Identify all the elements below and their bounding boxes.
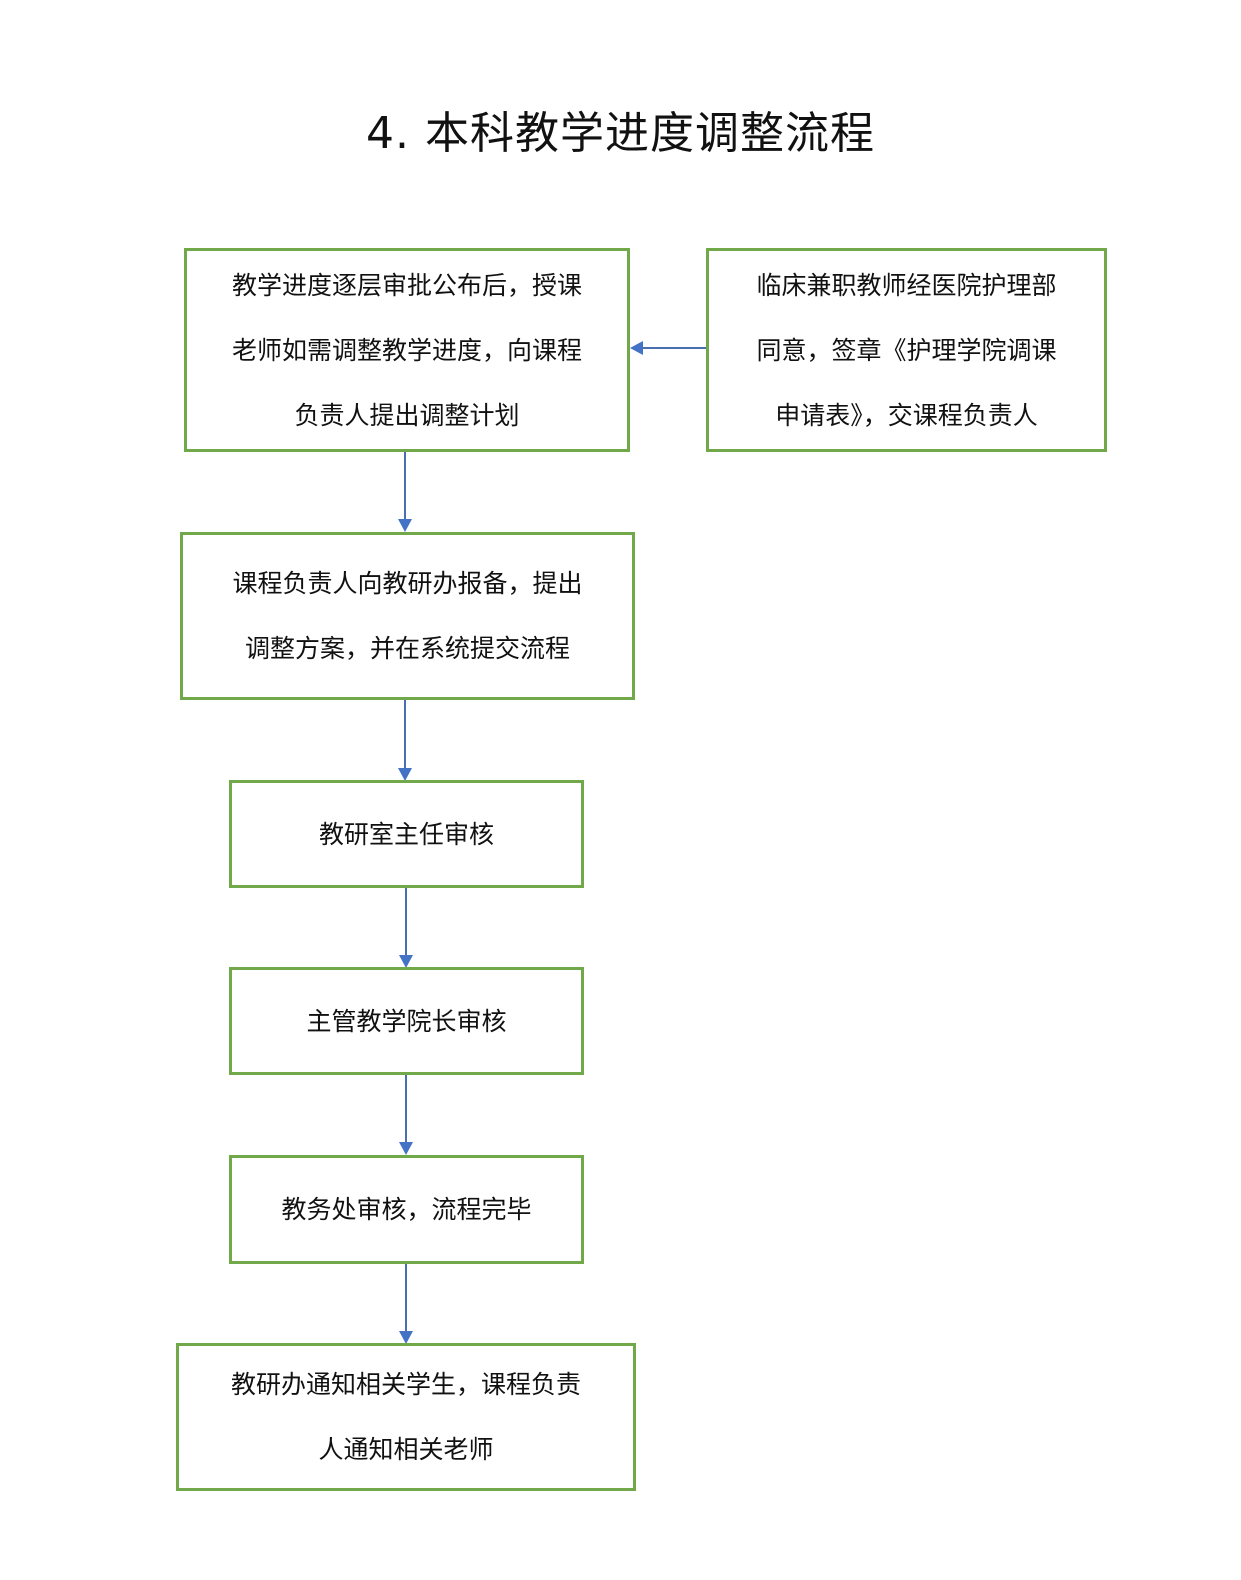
flow-node-step4: 主管教学院长审核 [229,967,584,1075]
node-text-line: 人通知相关老师 [318,1435,494,1464]
node-text-line: 教务处审核，流程完毕 [281,1195,532,1224]
flow-node-step3: 教研室主任审核 [229,780,584,888]
node-text-line: 负责人提出调整计划 [294,400,520,430]
node-text-line: 教学进度逐层审批公布后，授课 [231,270,582,300]
node-text-line: 临床兼职教师经医院护理部 [756,270,1057,300]
arrow-left-icon [630,341,643,355]
flow-node-step1: 教学进度逐层审批公布后，授课 老师如需调整教学进度，向课程 负责人提出调整计划 [184,248,630,452]
connector-line [405,1264,407,1332]
connector-line [405,888,407,956]
connector-line [405,1075,407,1143]
node-text-line: 申请表》，交课程负责人 [775,400,1038,430]
node-text-line: 调整方案，并在系统提交流程 [244,634,570,663]
node-text-line: 课程负责人向教研办报备，提出 [232,569,583,598]
flow-node-step2: 课程负责人向教研办报备，提出 调整方案，并在系统提交流程 [180,532,635,700]
flow-node-side: 临床兼职教师经医院护理部 同意，签章《护理学院调课 申请表》，交课程负责人 [706,248,1107,452]
arrow-down-icon [399,1331,413,1344]
connector-line [404,452,406,520]
node-text-line: 主管教学院长审核 [306,1006,507,1036]
page-title: 4. 本科教学进度调整流程 [366,108,875,159]
arrow-down-icon [399,955,413,968]
node-text-line: 老师如需调整教学进度，向课程 [231,335,582,365]
connector-line [640,347,706,349]
flow-node-step5: 教务处审核，流程完毕 [229,1155,584,1264]
arrow-down-icon [398,768,412,781]
node-text-line: 教研室主任审核 [318,819,494,849]
arrow-down-icon [398,519,412,532]
flow-node-step6: 教研办通知相关学生，课程负责 人通知相关老师 [176,1343,636,1491]
node-text-line: 教研办通知相关学生，课程负责 [230,1370,581,1399]
arrow-down-icon [399,1142,413,1155]
node-text-line: 同意，签章《护理学院调课 [756,335,1057,365]
connector-line [404,700,406,768]
